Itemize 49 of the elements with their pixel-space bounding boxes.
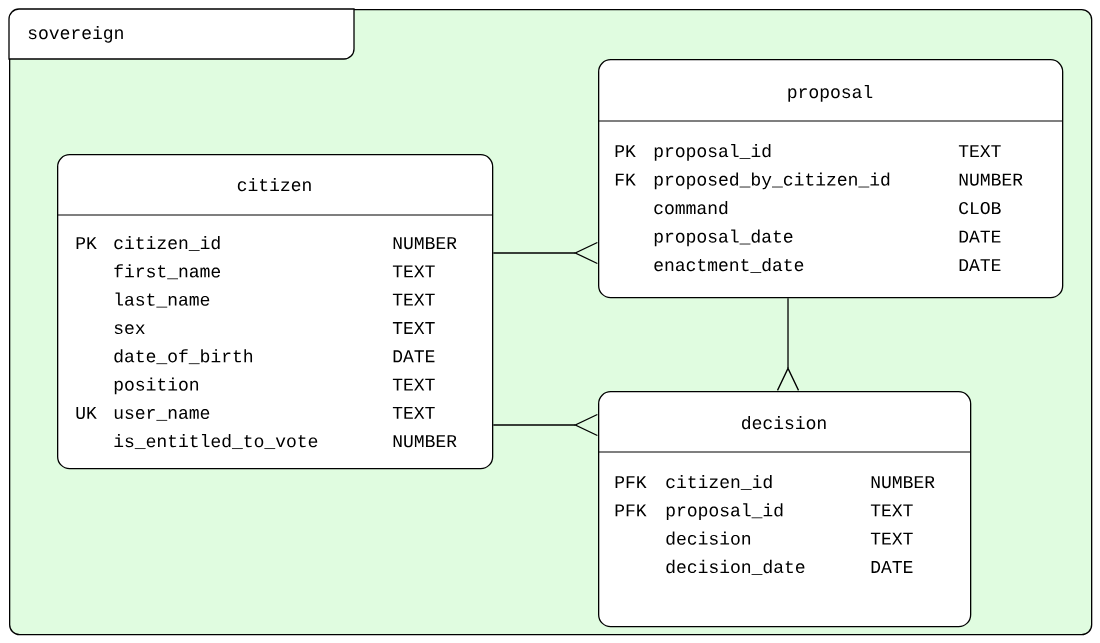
column-type: TEXT [392, 322, 435, 334]
column-name: enactment_date [654, 257, 804, 273]
column-type: NUMBER [393, 237, 457, 250]
column-type: NUMBER [393, 435, 457, 448]
column-type: TEXT [392, 293, 435, 306]
column-name: proposed_by_citizen_id [654, 172, 890, 190]
column-type: TEXT [392, 406, 435, 419]
column-type: TEXT [870, 532, 913, 545]
column-type: DATE [393, 350, 435, 363]
column-name: position [114, 377, 199, 395]
column-type: NUMBER [959, 173, 1023, 186]
entity-table [56, 154, 494, 470]
column-type: CLOB [959, 201, 1001, 215]
column-name: command [654, 200, 728, 215]
relationship-line [776, 297, 800, 391]
column-name: date_of_birth [114, 349, 253, 365]
column-type: TEXT [870, 504, 913, 517]
column-name: citizen_id [666, 474, 772, 490]
relationship-line [492, 413, 598, 437]
column-type: NUMBER [871, 476, 935, 489]
column-type: DATE [959, 230, 1001, 243]
key-marker: FK [615, 173, 636, 186]
column-name: proposal_date [654, 229, 793, 247]
key-marker: PK [615, 145, 636, 157]
table-title: decision [742, 415, 826, 430]
key-marker: PFK [615, 504, 647, 517]
column-type: DATE [959, 259, 1001, 271]
entity-table [597, 59, 1064, 299]
column-name: decision [666, 531, 751, 545]
column-type: TEXT [392, 265, 435, 278]
key-marker: PFK [615, 476, 647, 488]
key-marker: UK [76, 406, 97, 419]
column-name: citizen_id [114, 235, 220, 251]
column-type: DATE [871, 561, 913, 573]
column-name: decision_date [666, 559, 805, 575]
column-name: is_entitled_to_vote [114, 434, 318, 450]
key-marker: PK [76, 237, 97, 249]
table-title: citizen [237, 177, 311, 192]
column-name: last_name [115, 292, 210, 308]
table-title: proposal [788, 84, 873, 102]
column-name: proposal_id [654, 143, 771, 161]
column-type: TEXT [958, 145, 1001, 157]
column-type: TEXT [392, 378, 435, 391]
entity-table [597, 391, 972, 628]
column-name: user_name [114, 409, 210, 421]
column-name: proposal_id [666, 503, 783, 521]
column-name: sex [114, 324, 145, 335]
column-name: first_name [114, 264, 220, 280]
relationship-line [492, 241, 598, 265]
